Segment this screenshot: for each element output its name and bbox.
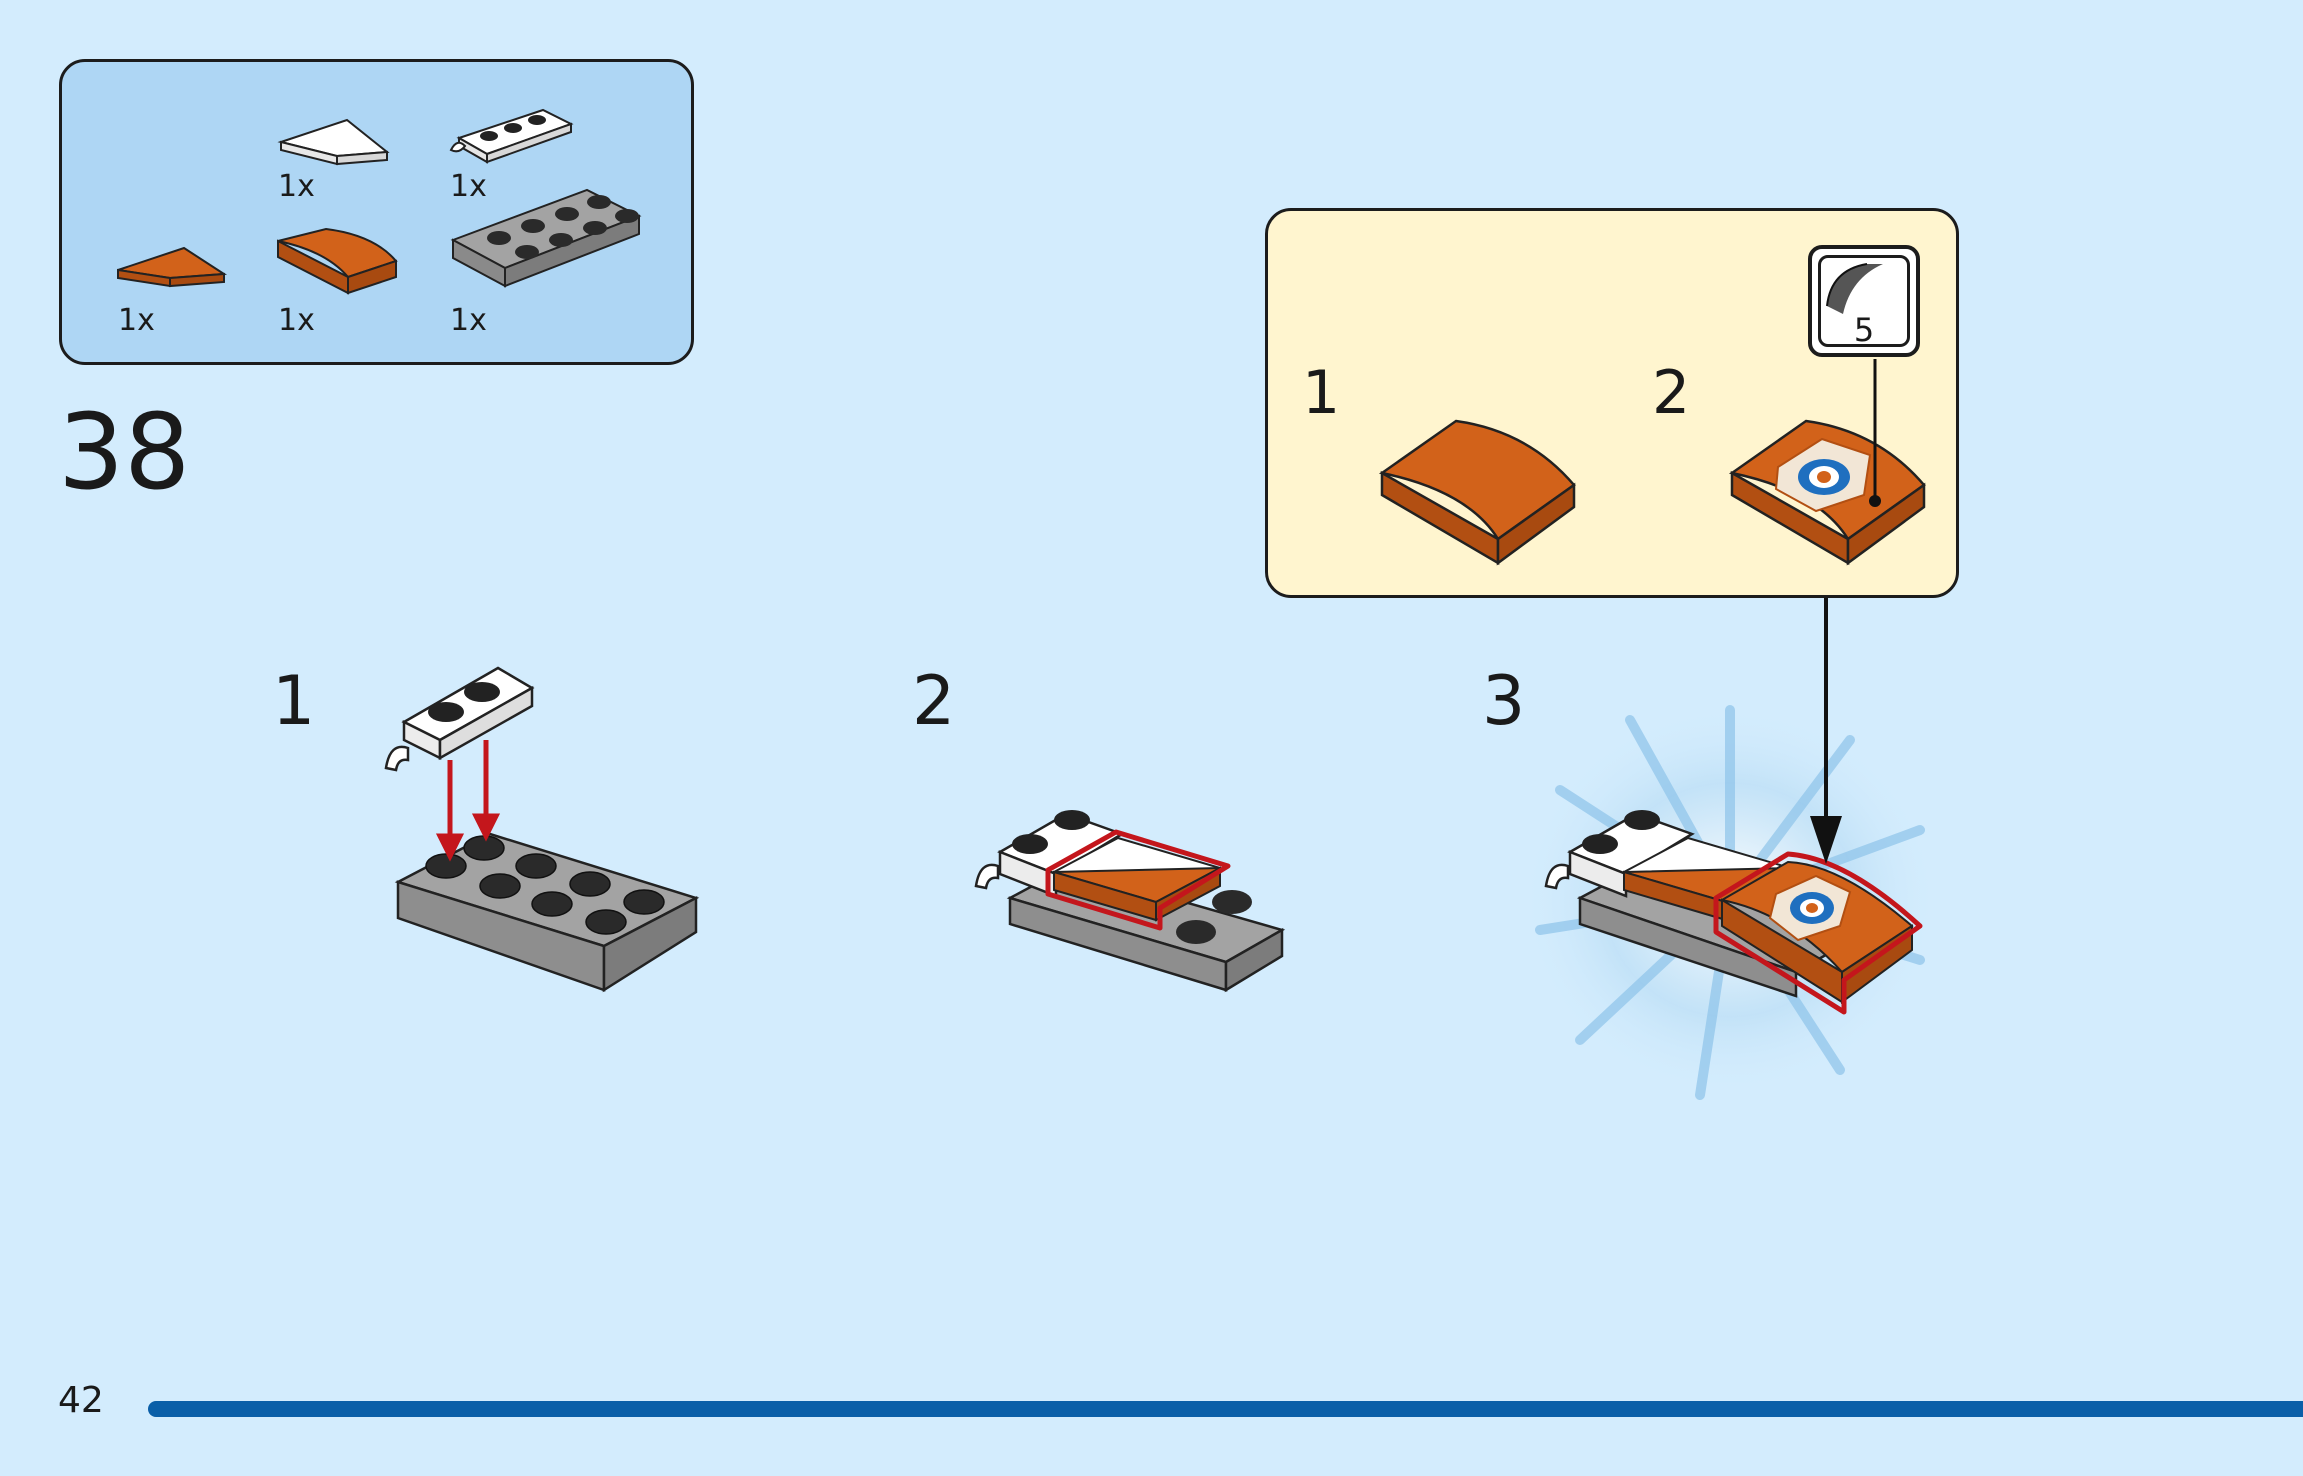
substep-3-illustration xyxy=(1544,810,1923,1015)
callout-arrow xyxy=(1810,598,1842,864)
callout-step-number: 2 xyxy=(1652,358,1691,428)
sticker-peel-icon xyxy=(1826,263,1883,314)
stickered-slope-icon xyxy=(1728,419,1926,566)
step-number: 38 xyxy=(58,391,191,513)
quantity-label: 1x xyxy=(450,303,487,338)
orange-curved-slope-icon xyxy=(277,227,398,295)
quantity-label: 1x xyxy=(278,303,315,338)
quantity-label: 1x xyxy=(118,303,155,338)
callout-step-number: 1 xyxy=(1302,358,1341,428)
parts-list-panel: 1x 1x 1x 1x 1x xyxy=(59,59,694,365)
white-clip-plate-icon xyxy=(449,108,574,164)
orange-wedge-plate-icon xyxy=(117,246,228,288)
page-number: 42 xyxy=(58,1380,104,1421)
sticker-outline: 5 xyxy=(1818,255,1910,347)
sticker-number: 5 xyxy=(1853,311,1875,349)
sticker-reference: 5 xyxy=(1808,245,1920,357)
progress-bar xyxy=(148,1401,2303,1417)
callout-panel: 1 2 xyxy=(1265,208,1959,598)
quantity-label: 1x xyxy=(278,169,315,204)
white-wedge-plate-icon xyxy=(277,118,390,166)
substep-number: 2 xyxy=(912,662,956,741)
orange-curved-slope-icon xyxy=(1378,419,1576,566)
quantity-label: 1x xyxy=(450,169,487,204)
substep-number: 3 xyxy=(1482,662,1526,741)
sticker-leader-line xyxy=(1869,359,1881,507)
substep-number: 1 xyxy=(272,662,316,741)
gray-plate-2x4-icon xyxy=(450,188,642,288)
substep-2-illustration xyxy=(974,810,1286,993)
substep-1-illustration xyxy=(384,666,700,993)
